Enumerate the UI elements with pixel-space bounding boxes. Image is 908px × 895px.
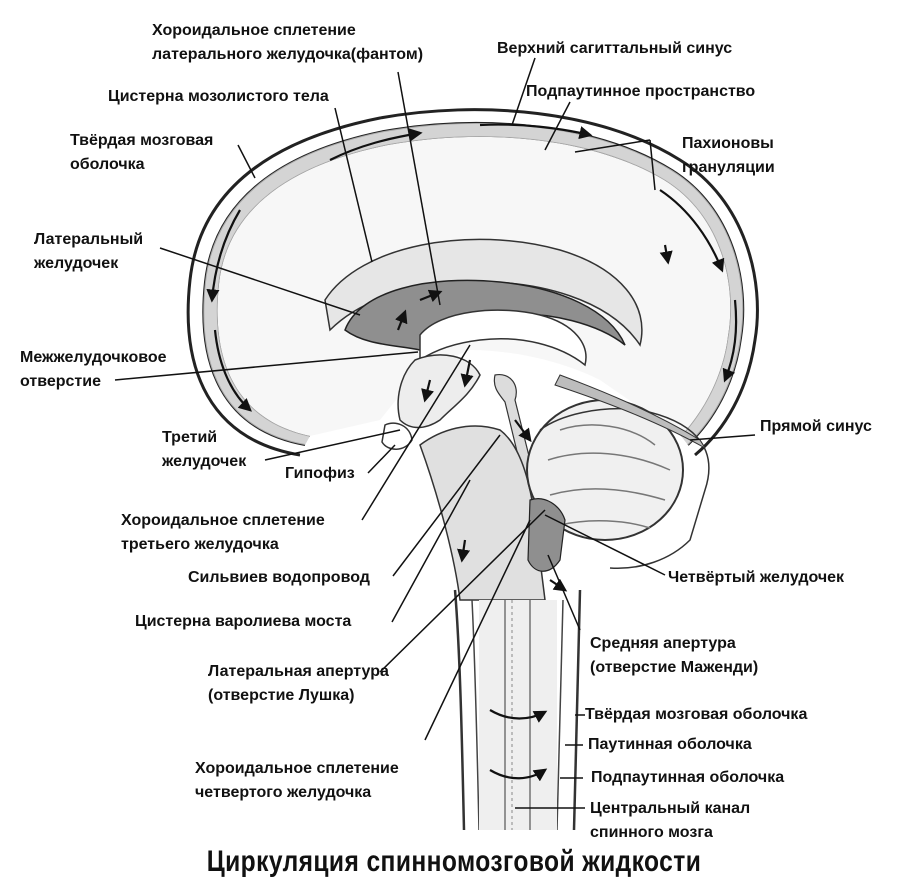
- leader-pacchionian-2: [649, 139, 656, 191]
- leader-sup-sagittal: [511, 57, 536, 126]
- label-pacchionian-granulations: Пахионовы грануляции: [682, 132, 775, 180]
- leader-choroid-third: [361, 344, 471, 521]
- label-sylvian-aqueduct: Сильвиев водопровод: [188, 566, 370, 590]
- leader-straight-sinus: [689, 434, 756, 441]
- leader-subarachnoid: [544, 101, 571, 151]
- label-line: Латеральная апертура: [208, 663, 389, 680]
- label-line: Паутинная оболочка: [588, 736, 752, 753]
- label-line: Четвёртый желудочек: [668, 569, 845, 586]
- diagram-title: Циркуляция спинномозговой жидкости: [206, 845, 702, 878]
- leader-lateral-aperture: [379, 509, 546, 673]
- label-choroid-fourth-ventricle: Хороидальное сплетение четвертого желудо…: [195, 757, 399, 805]
- label-interventricular-foramen: Межжелудочковое отверстие: [20, 346, 167, 394]
- label-line: желудочек: [34, 255, 119, 272]
- label-line: Латеральный: [34, 231, 144, 248]
- label-median-aperture: Средняя апертура (отверстие Маженди): [590, 632, 758, 680]
- label-dura-mater-top: Твёрдая мозговая оболочка: [70, 129, 213, 177]
- spinal-cord: [453, 589, 582, 831]
- label-line: Хороидальное сплетение: [152, 22, 356, 39]
- label-line: Твёрдая мозговая: [70, 132, 214, 149]
- label-lateral-aperture: Латеральная апертура (отверстие Лушка): [208, 660, 389, 708]
- label-arachnoid: Паутинная оболочка: [588, 733, 752, 757]
- straight-sinus-shape: [554, 374, 706, 449]
- label-line: Сильвиев водопровод: [188, 569, 370, 586]
- label-line: Подпаутинная оболочка: [591, 769, 785, 786]
- label-line: (отверстие Лушка): [208, 687, 355, 704]
- label-pontine-cistern: Цистерна варолиева моста: [135, 610, 351, 634]
- label-cistern-callosum: Цистерна мозолистого тела: [108, 85, 329, 109]
- label-straight-sinus: Прямой синус: [760, 415, 872, 439]
- label-central-canal: Центральный канал спинного мозга: [590, 797, 750, 845]
- label-dura-mater-spinal: Твёрдая мозговая оболочка: [585, 703, 807, 727]
- leader-pituitary: [367, 444, 396, 474]
- leader-sylvian: [392, 434, 501, 577]
- label-choroid-lateral-plexus: Хороидальное сплетение латерального желу…: [152, 19, 423, 67]
- label-line: третьего желудочка: [121, 536, 279, 553]
- dura-outer-line: [186, 108, 759, 457]
- label-line: Цистерна мозолистого тела: [108, 88, 329, 105]
- label-sup-sagittal-sinus: Верхний сагиттальный синус: [497, 37, 732, 61]
- label-line: отверстие: [20, 373, 101, 390]
- label-line: Прямой синус: [760, 418, 872, 435]
- fornix: [419, 309, 587, 367]
- label-subarachnoid-space: Подпаутинное пространство: [526, 80, 755, 104]
- label-line: Пахионовы: [682, 135, 774, 152]
- label-third-ventricle: Третий желудочек: [162, 426, 246, 474]
- leader-cistern-callosum: [334, 107, 373, 263]
- label-line: Гипофиз: [285, 465, 355, 482]
- label-line: Подпаутинное пространство: [526, 83, 756, 100]
- leader-lateral-ventricle: [159, 247, 361, 316]
- label-line: Хороидальное сплетение: [121, 512, 325, 529]
- leader-third-ventricle: [264, 429, 401, 461]
- label-lateral-ventricle: Латеральный желудочек: [34, 228, 143, 276]
- label-pituitary: Гипофиз: [285, 462, 355, 486]
- leader-pontine: [391, 479, 471, 623]
- third-ventricle-shape: [397, 354, 481, 429]
- label-subarachnoid-spinal: Подпаутинная оболочка: [591, 766, 784, 790]
- leader-lines: [114, 57, 756, 809]
- leader-fourth-ventricle: [544, 514, 666, 576]
- label-line: Центральный канал: [590, 800, 751, 817]
- label-choroid-third-ventricle: Хороидальное сплетение третьего желудочк…: [121, 509, 325, 557]
- label-line: грануляции: [682, 159, 775, 176]
- label-line: оболочка: [70, 156, 145, 173]
- leader-choroid-fourth: [424, 519, 531, 741]
- label-line: Цистерна варолиева моста: [135, 613, 352, 630]
- leader-choroid-lateral: [397, 71, 441, 306]
- label-line: четвертого желудочка: [195, 784, 372, 801]
- leader-dura-top: [237, 144, 256, 179]
- label-line: Твёрдая мозговая оболочка: [585, 706, 808, 723]
- label-line: Средняя апертура: [590, 635, 736, 652]
- label-line: латерального желудочка(фантом): [152, 46, 424, 63]
- label-line: Верхний сагиттальный синус: [497, 40, 733, 57]
- cerebellum: [526, 399, 710, 569]
- subarachnoid-band: [203, 123, 744, 445]
- label-line: желудочек: [162, 453, 247, 470]
- label-line: Хороидальное сплетение: [195, 760, 399, 777]
- label-line: Межжелудочковое: [20, 349, 167, 366]
- label-line: Третий: [162, 429, 218, 446]
- label-line: спинного мозга: [590, 824, 713, 841]
- label-fourth-ventricle: Четвёртый желудочек: [668, 566, 844, 590]
- leader-pacchionian-1: [574, 139, 651, 153]
- leader-interventricular: [114, 351, 419, 381]
- leader-median-aperture: [547, 554, 581, 631]
- label-line: (отверстие Маженди): [590, 659, 759, 676]
- flow-arrows: [206, 123, 738, 782]
- fourth-ventricle-shape: [527, 498, 566, 572]
